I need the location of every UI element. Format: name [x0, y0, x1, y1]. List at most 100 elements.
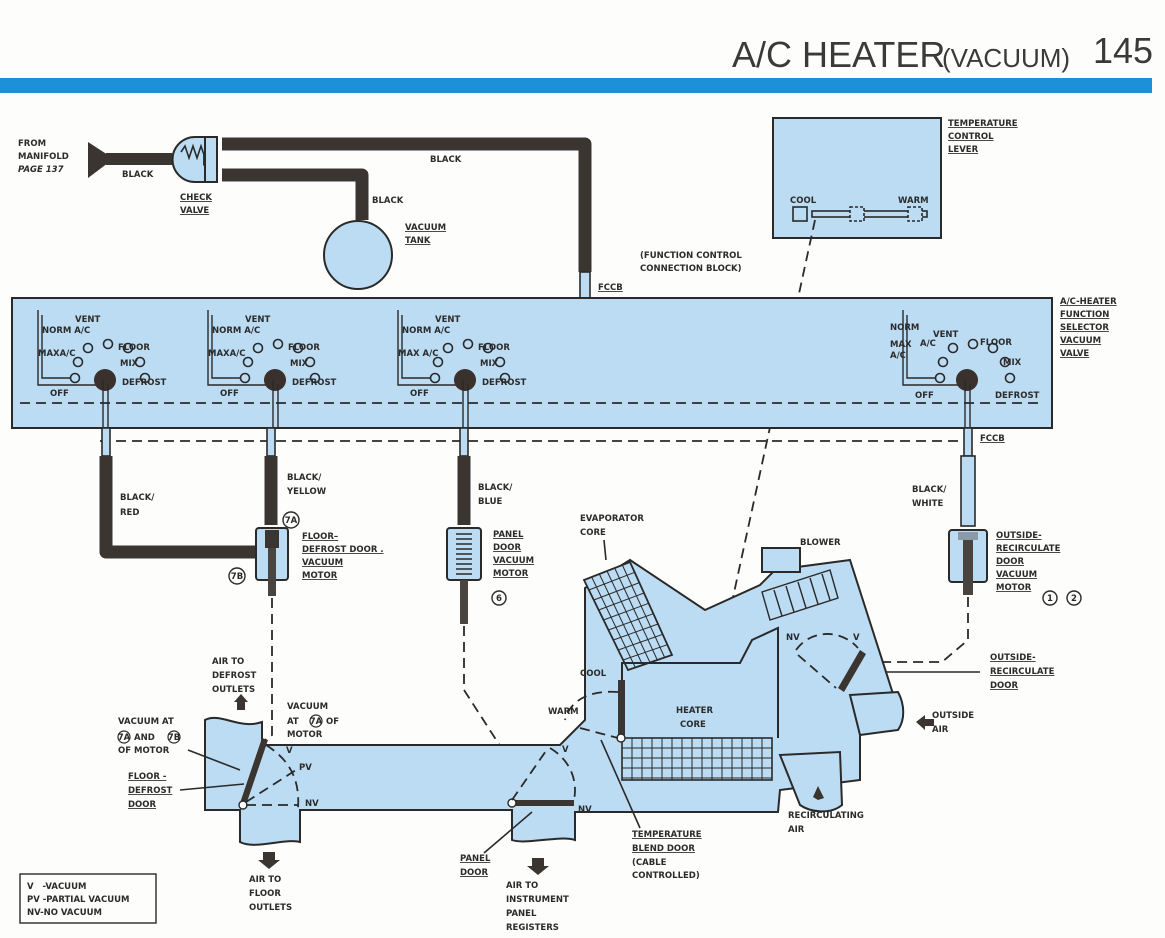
air-floor-label-3: OUTLETS	[249, 903, 292, 913]
air-distribution-system: EVAPORATOR CORE BLOWER HEATER CORE COOL …	[117, 514, 974, 933]
vacuum-source: FROM MANIFOLD PAGE 137 BLACK CHECK VALVE…	[18, 136, 742, 299]
selector-label-defrost: DEFROST	[122, 378, 167, 388]
selector-label-floor: FLOOR	[980, 338, 1012, 348]
floor-pv-label: PV	[299, 763, 312, 773]
selector-label-2: FUNCTION	[1060, 310, 1109, 320]
recirc-nv-label: NV	[786, 633, 800, 643]
temp-lever-cool: COOL	[790, 196, 817, 206]
evap-grid-line	[614, 567, 658, 661]
panel-motor-label-3: VACUUM	[493, 556, 534, 566]
recirc-door-label-1: OUTSIDE-	[990, 653, 1036, 663]
vac-7a-7b-label-2: AND	[134, 733, 155, 743]
floor-defrost-door-label-3: DOOR	[128, 800, 157, 810]
hose-black-yellow-label-1: BLACK/	[287, 473, 322, 483]
selector-knob-icon[interactable]	[264, 369, 286, 391]
selector-label-vent: VENT	[245, 315, 270, 325]
arrow-down-panel-icon	[527, 858, 549, 875]
vac-7a-label-1: VACUUM	[287, 702, 328, 712]
heater-core-partition	[621, 626, 779, 738]
panel-motor-label-4: MOTOR	[493, 569, 529, 579]
temp-lever-knob[interactable]	[792, 206, 808, 222]
selector-port	[82, 342, 94, 354]
evap-grid-line	[618, 633, 663, 651]
floor-defrost-motor-label-1: FLOOR–	[302, 532, 338, 542]
temp-lever-label-3: LEVER	[948, 145, 979, 155]
selector-knob-icon[interactable]	[94, 369, 116, 391]
evap-grid-line	[593, 582, 640, 601]
from-label: FROM	[18, 139, 46, 149]
floor-defrost-door-label-1: FLOOR -	[128, 772, 167, 782]
selector-label-off: OFF	[915, 391, 934, 401]
selector-output-tube	[964, 380, 971, 428]
arrow-up-recirc-icon	[813, 786, 824, 800]
floor-defrost-pivot	[238, 800, 248, 810]
selector-label-off: OFF	[220, 389, 239, 399]
hose-black-white-label-1: BLACK/	[912, 485, 947, 495]
evap-grid-line	[598, 592, 645, 611]
selector-valve-body	[11, 297, 1053, 429]
check-valve-body	[204, 136, 218, 183]
blend-door-warm-position	[579, 727, 619, 739]
floor-v-label: V	[286, 746, 293, 756]
arrow-up-defrost-icon	[234, 694, 248, 710]
selector-port	[429, 372, 441, 384]
air-floor-label-1: AIR TO	[249, 875, 281, 885]
evap-grid-line	[591, 576, 636, 668]
selector-tubing	[902, 310, 967, 386]
temp-blend-label-1: TEMPERATURE	[632, 830, 702, 840]
check-valve-label-2: VALVE	[180, 206, 209, 216]
air-panel-label-2: INSTRUMENT	[506, 895, 569, 905]
temperature-control-lever: TEMPERATURE CONTROL LEVER COOL WARM	[726, 117, 1018, 626]
panel-motor-spring-icon	[456, 533, 472, 575]
selector-knob-icon[interactable]	[454, 369, 476, 391]
selector-label-floor: FLOOR	[118, 343, 150, 353]
selector-label-4: VACUUM	[1060, 336, 1101, 346]
selector-port	[442, 342, 454, 354]
selector-port	[309, 372, 321, 384]
selector-label-norm: NORM	[890, 323, 919, 333]
vacuum-tank-icon	[323, 220, 393, 290]
hose-black-blue-label-2: BLUE	[478, 497, 502, 507]
panel-motor-label-1: PANEL	[493, 530, 524, 540]
fccb-label-bottom: FCCB	[980, 434, 1005, 444]
selector-port	[937, 356, 949, 368]
hose-tank-label: BLACK	[372, 196, 404, 206]
temp-lever-label-2: CONTROL	[948, 132, 994, 142]
recirc-door-label-2: RECIRCULATE	[990, 667, 1055, 677]
selector-port	[134, 356, 146, 368]
hose-color-label: BLACK	[122, 170, 154, 180]
hose-black-yellow-label-2: YELLOW	[286, 487, 327, 497]
evaporator-leader	[603, 539, 607, 561]
check-valve-label-1: CHECK	[180, 193, 212, 203]
legend-item-vacuum: V -VACUUM	[27, 882, 86, 892]
recirc-door	[838, 650, 866, 692]
selector-port	[292, 342, 304, 354]
fccb-port-3	[459, 427, 469, 457]
port-7a-label: 7A	[285, 516, 298, 526]
floor-defrost-arc	[265, 744, 300, 809]
hose-black-main	[222, 137, 592, 272]
port-7a-icon	[282, 511, 300, 529]
arrow-left-outside-icon	[916, 715, 934, 730]
selector-knob-icon[interactable]	[956, 369, 978, 391]
vacuum-tank-label-1: VACUUM	[405, 223, 446, 233]
floor-defrost-motor-label-4: MOTOR	[302, 571, 338, 581]
panel-ref-icon	[491, 590, 507, 606]
selector-label-defrost: DEFROST	[292, 378, 337, 388]
hose-black-red-label-1: BLACK/	[120, 493, 155, 503]
page-header: A/C HEATER (VACUUM) 145	[0, 30, 1153, 93]
page-number: 145	[1093, 30, 1153, 71]
vac-7a-only-icon	[309, 714, 323, 728]
heater-core-icon	[621, 737, 773, 781]
selector-label-vent: VENT	[933, 330, 958, 340]
recirc-motor-label-1: OUTSIDE-	[996, 531, 1042, 541]
blower-fins	[773, 573, 831, 617]
warm-label: WARM	[548, 707, 579, 717]
selector-port	[272, 338, 284, 350]
evap-grid-line	[598, 573, 644, 666]
hose-black-red-label-2: RED	[120, 508, 139, 518]
recirc-motor-diaphragm	[958, 532, 978, 540]
blower-label: BLOWER	[800, 538, 841, 548]
vac-7a-label-2: AT	[287, 717, 299, 727]
